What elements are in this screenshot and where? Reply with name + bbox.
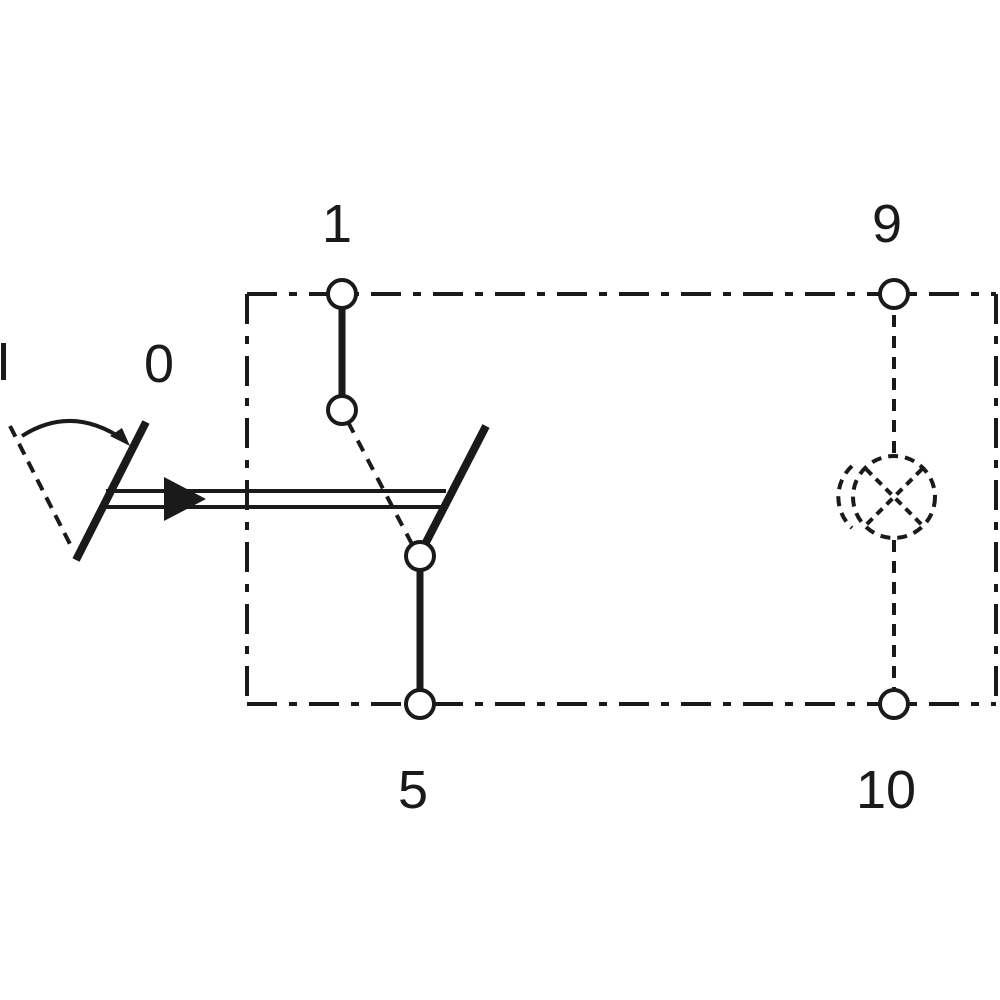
arc-arrow-head-icon — [110, 428, 130, 446]
terminal-1-contact — [326, 394, 358, 426]
indicator-lamp-circuit — [836, 294, 937, 704]
terminal-1 — [326, 278, 358, 310]
label-position-off: 0 — [144, 334, 174, 394]
label-position-on: I — [0, 332, 11, 392]
terminal-9 — [878, 278, 910, 310]
label-terminal-9: 9 — [872, 194, 902, 254]
label-terminal-5: 5 — [398, 760, 428, 820]
mechanical-linkage — [106, 477, 446, 521]
label-terminal-1: 1 — [322, 194, 352, 254]
rocker-position-on-dashed — [8, 425, 74, 549]
terminal-10 — [878, 688, 910, 720]
terminal-5 — [404, 688, 436, 720]
moving-contact-blade — [416, 424, 490, 556]
terminal-5-contact — [404, 540, 436, 572]
arrow-icon — [164, 477, 206, 521]
label-terminal-10: 10 — [856, 760, 916, 820]
switching-direction-arc — [20, 418, 126, 442]
switch-housing — [245, 292, 998, 706]
contact-open-path-dashed — [346, 421, 416, 549]
lamp-icon — [836, 454, 937, 540]
switch-contact — [338, 294, 490, 704]
